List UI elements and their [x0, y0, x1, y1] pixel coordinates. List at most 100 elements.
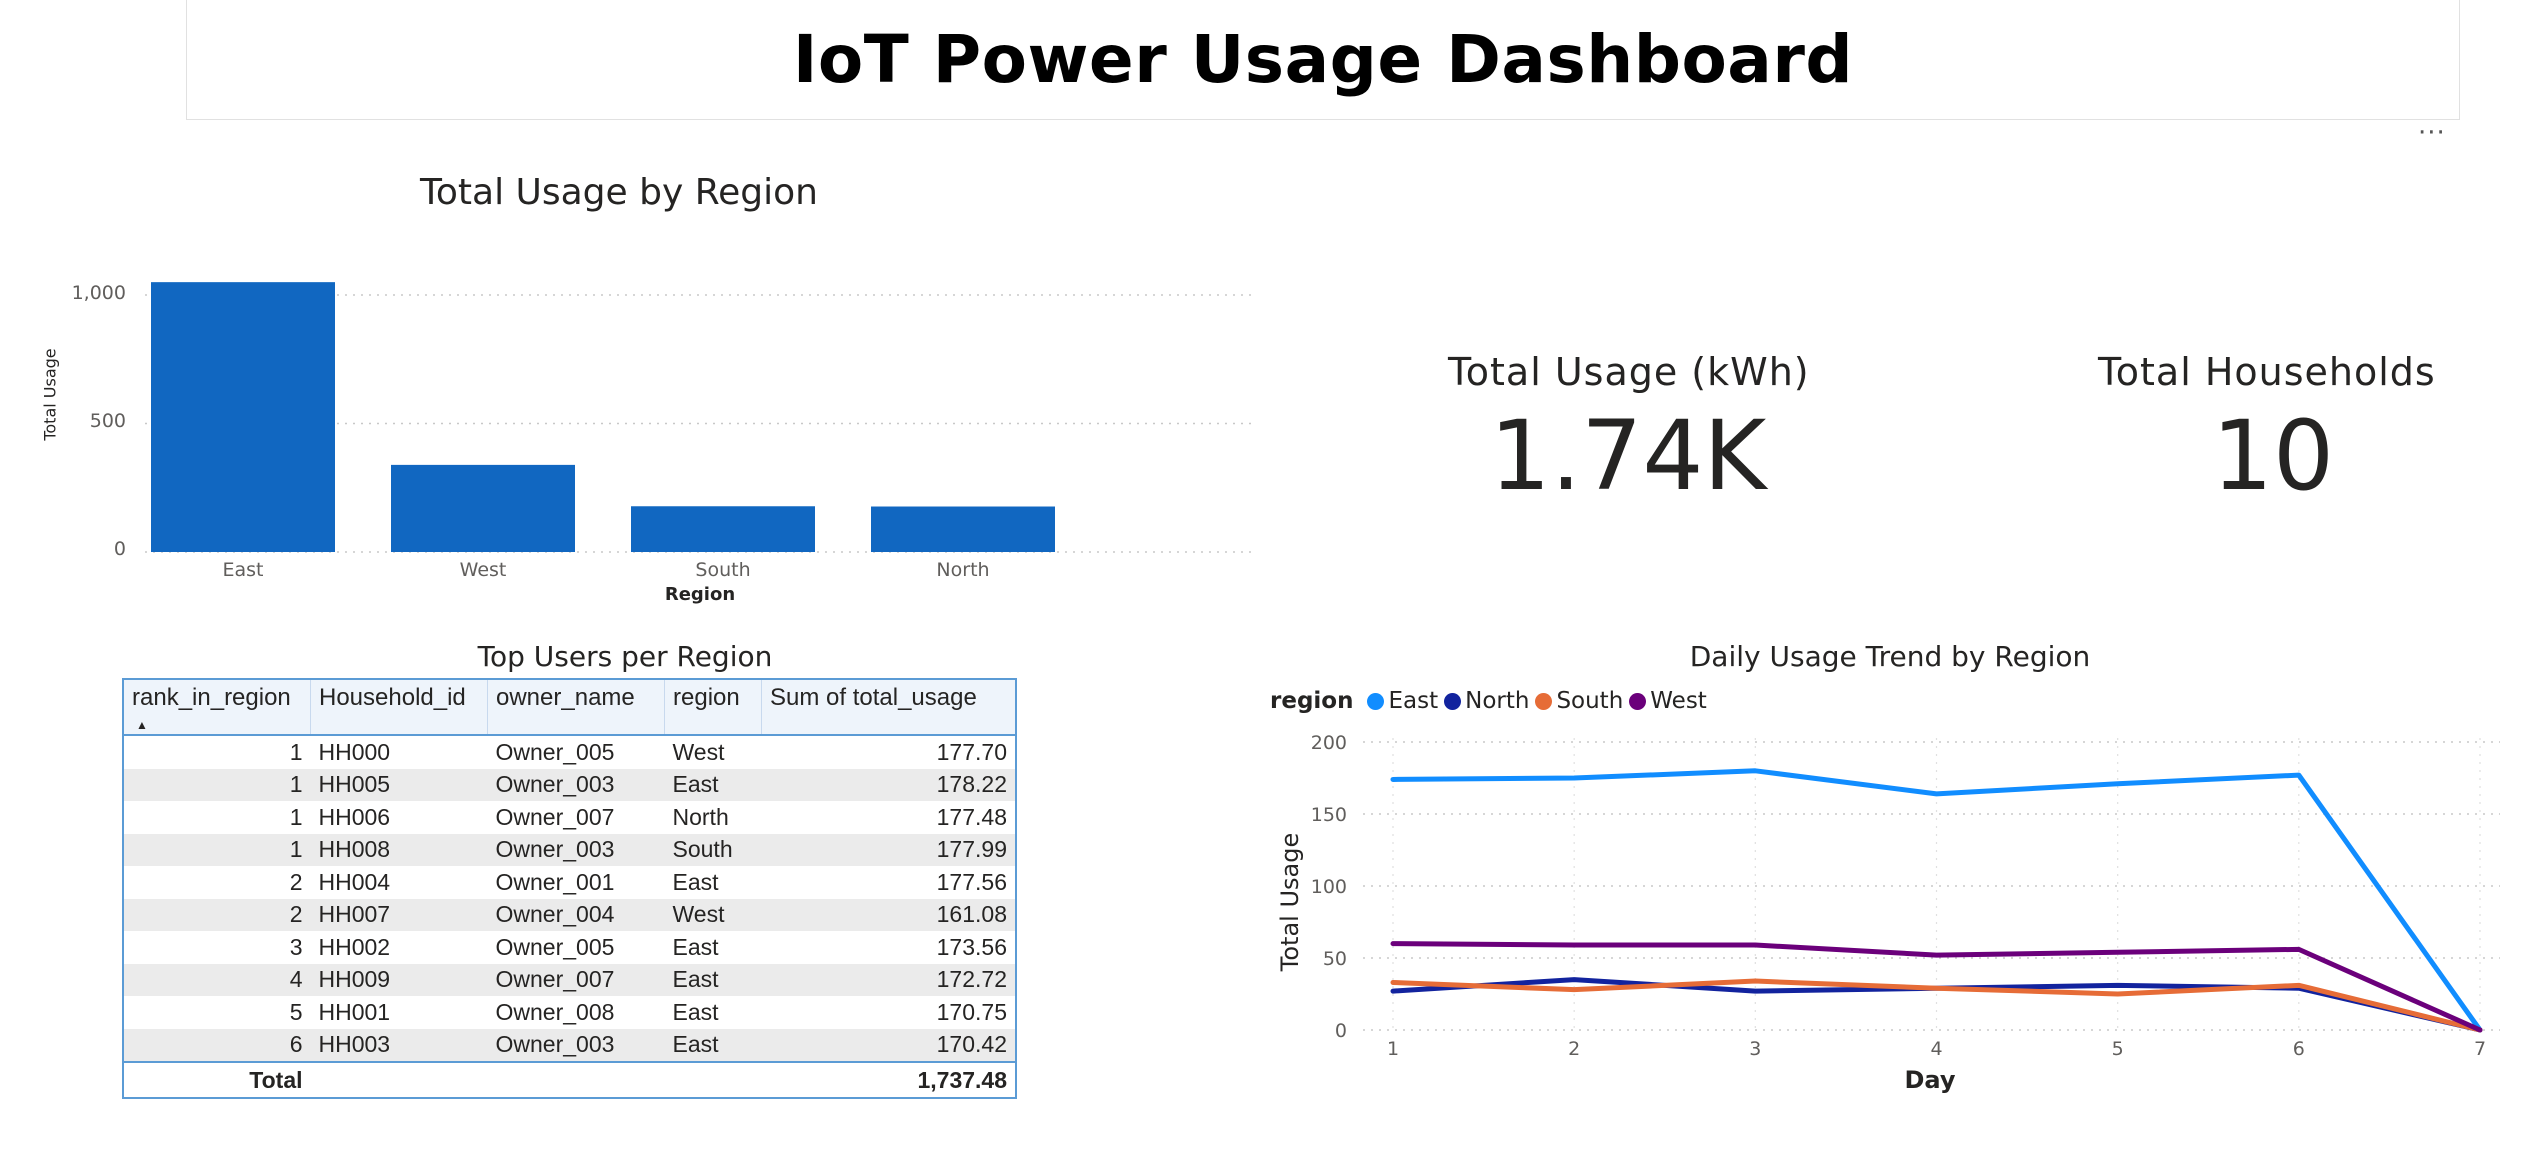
legend-dot-icon [1444, 692, 1462, 710]
total-label: Total [123, 1061, 311, 1098]
table-total-row: Total 1,737.48 [123, 1061, 1016, 1098]
table-cell: 177.56 [936, 868, 1007, 895]
legend-item-east[interactable]: East [1367, 688, 1438, 714]
table-row[interactable]: 2 HH004 Owner_001 East 177.56 [123, 866, 1016, 899]
column-header[interactable]: owner_name [487, 679, 665, 736]
line-x-tick: 4 [1930, 1038, 1942, 1060]
table-cell: 4 [123, 963, 311, 996]
table-cell: 173.56 [936, 933, 1007, 960]
table-cell: 170.75 [936, 998, 1007, 1025]
legend-dot-icon [1629, 692, 1647, 710]
table-cell: Owner_001 [495, 868, 615, 895]
table-cell [487, 1061, 665, 1098]
table-cell: 1 [289, 738, 303, 765]
sort-ascending-icon[interactable]: ▲ [136, 718, 148, 732]
line-y-axis-title: Total Usage [1276, 832, 1304, 972]
table-cell: 1 [123, 768, 311, 801]
table-title: Top Users per Region [477, 640, 773, 673]
line-x-axis-title: Day [1904, 1066, 1956, 1094]
column-header[interactable]: rank_in_region ▲ [123, 679, 311, 736]
table-cell: Owner_003 [487, 768, 665, 801]
bar-south[interactable] [631, 506, 815, 552]
line-y-tick: 100 [1311, 876, 1347, 898]
line-x-tick: 3 [1749, 1038, 1761, 1060]
column-header[interactable]: Sum of total_usage [761, 679, 1016, 736]
table-cell: HH008 [310, 833, 488, 866]
bar-x-tick: South [695, 559, 750, 581]
table-cell: East [664, 768, 762, 801]
bar-y-tick: 1,000 [71, 282, 126, 304]
line-y-tick: 50 [1323, 948, 1347, 970]
table-cell: 177.99 [761, 833, 1016, 866]
bar-east[interactable] [151, 282, 335, 552]
bar-x-tick: North [936, 559, 989, 581]
table-cell: HH003 [310, 1028, 488, 1062]
table-cell [664, 1061, 762, 1098]
legend-dot-icon [1367, 692, 1385, 710]
line-y-tick: 200 [1311, 732, 1347, 754]
column-header[interactable]: region [664, 679, 762, 736]
total-value: 1,737.48 [761, 1061, 1016, 1098]
bar-west[interactable] [391, 464, 575, 552]
more-options-icon[interactable]: ··· [2418, 118, 2446, 148]
table-cell [310, 1061, 488, 1098]
bar-chart: East West South North [145, 282, 1255, 581]
table-cell: HH005 [310, 768, 488, 801]
line-x-tick: 5 [2112, 1038, 2124, 1060]
legend-item-south[interactable]: South [1535, 688, 1623, 714]
series-line-west[interactable] [1390, 941, 2483, 1033]
line-x-tick: 1 [1387, 1038, 1399, 1060]
table-cell: HH009 [310, 963, 488, 996]
line-x-tick: 7 [2474, 1038, 2486, 1060]
table-cell: 5 [289, 998, 303, 1025]
bar-x-axis-title: Region [664, 584, 736, 605]
table-cell: East [664, 963, 762, 996]
table-cell: 2 [289, 868, 303, 895]
table-cell: 178.22 [761, 768, 1016, 801]
kpi-total-households-value: 10 [2211, 400, 2335, 512]
bar-x-tick: West [460, 559, 507, 581]
legend-dot-icon [1535, 692, 1553, 710]
bar-y-tick: 500 [89, 410, 126, 432]
table-cell: East [664, 1028, 762, 1062]
table-cell: 177.70 [936, 738, 1007, 765]
table-cell: South [664, 833, 762, 866]
line-chart-title: Daily Usage Trend by Region [1689, 640, 2091, 673]
kpi-total-usage-value: 1.74K [1489, 400, 1767, 512]
table-cell: North [672, 803, 729, 830]
table-cell: HH004 [318, 868, 391, 895]
legend-item-west[interactable]: West [1629, 688, 1707, 714]
table-cell: Owner_007 [495, 803, 615, 830]
table-cell: Owner_007 [487, 963, 665, 996]
series-line-east[interactable] [1390, 768, 2483, 1033]
top-users-table: rank_in_region ▲ Household_id owner_name… [122, 678, 1017, 1099]
column-header[interactable]: Household_id [310, 679, 488, 736]
table-cell: 172.72 [761, 963, 1016, 996]
dashboard-title: IoT Power Usage Dashboard [792, 21, 1854, 98]
legend-item-north[interactable]: North [1444, 688, 1529, 714]
table-cell: West [664, 898, 762, 931]
bar-x-tick: East [223, 559, 264, 581]
table-cell: 6 [123, 1028, 311, 1062]
legend-title: region [1270, 688, 1354, 714]
table-cell: 177.48 [936, 803, 1007, 830]
series-line-south[interactable] [1390, 978, 2483, 1033]
legend-label: West [1650, 688, 1707, 714]
table-cell: Owner_008 [495, 998, 615, 1025]
table-cell: East [672, 868, 719, 895]
bar-chart-title: Total Usage by Region [420, 172, 818, 213]
bar-north[interactable] [871, 506, 1055, 552]
line-y-tick: 150 [1311, 804, 1347, 826]
legend-label: North [1465, 688, 1530, 714]
line-y-tick: 0 [1335, 1020, 1347, 1042]
table-cell: Owner_003 [487, 833, 665, 866]
